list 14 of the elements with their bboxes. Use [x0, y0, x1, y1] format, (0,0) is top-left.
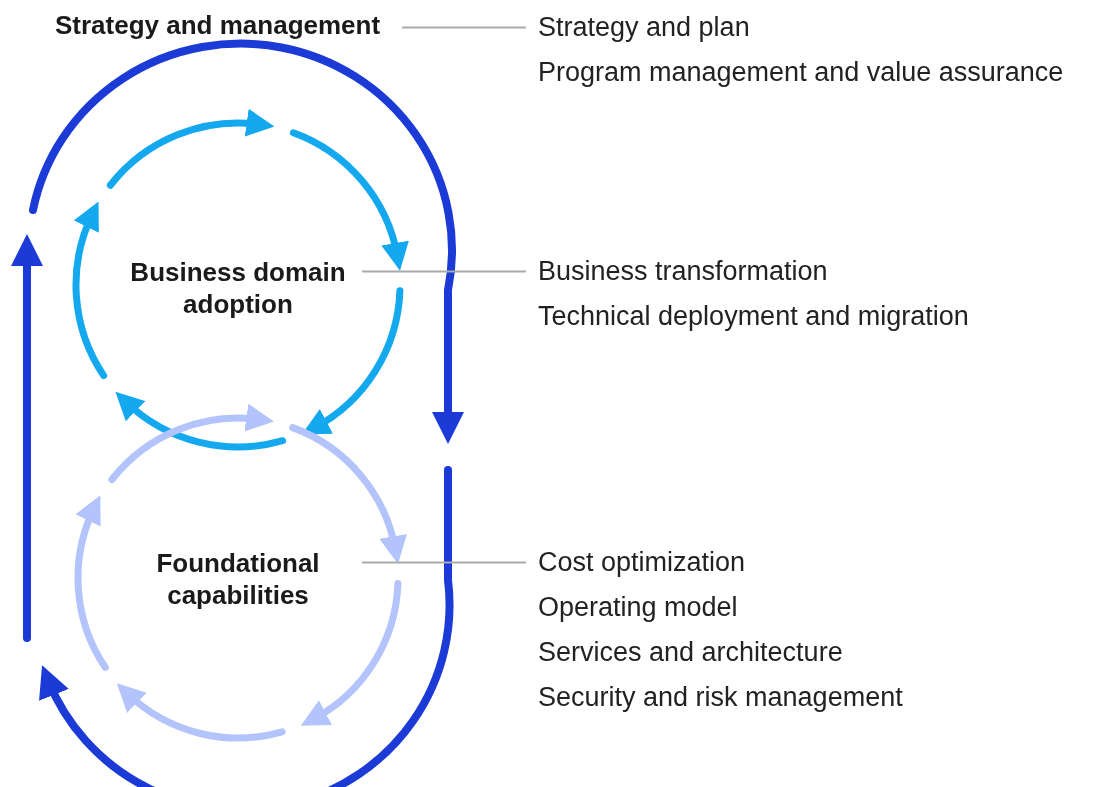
list-item: Program management and value assurance — [538, 56, 1064, 89]
list-item: Business transformation — [538, 255, 829, 288]
leader-line — [401, 26, 527, 29]
list-item: Cost optimization — [538, 546, 747, 579]
leader-line — [361, 270, 527, 273]
list-item: Operating model — [538, 591, 739, 624]
list-item: Services and architecture — [538, 636, 844, 669]
list-item: Security and risk management — [538, 681, 903, 714]
list-item: Strategy and plan — [538, 11, 751, 44]
list-item: Technical deployment and migration — [538, 300, 969, 333]
section-label: Foundational capabilities — [98, 547, 378, 611]
leader-line — [361, 561, 527, 564]
heading-label: Strategy and management — [55, 10, 381, 41]
section-label: Business domain adoption — [113, 256, 363, 320]
